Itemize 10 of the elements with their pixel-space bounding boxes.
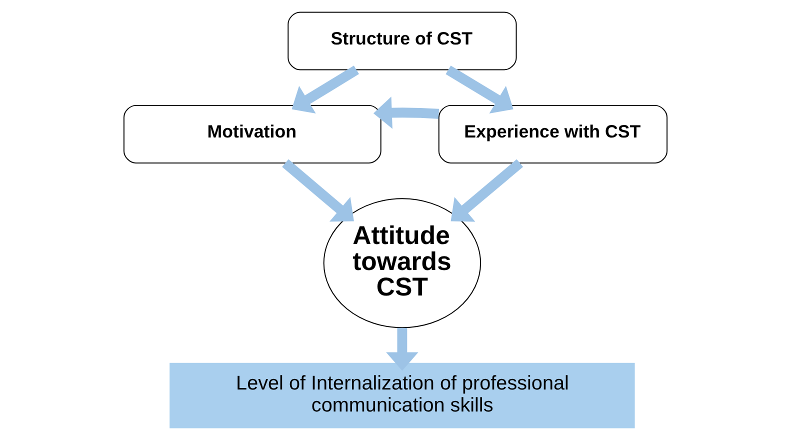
arrow [372, 96, 439, 129]
node-box: Experience with CST [438, 104, 668, 164]
node-box: Level of Internalization of professional communication skills [169, 362, 634, 428]
arrow [386, 328, 418, 371]
node-box: Motivation [122, 104, 381, 164]
arrow [450, 159, 523, 222]
arrow [445, 66, 513, 114]
arrow [291, 66, 359, 114]
arrow [282, 159, 354, 222]
node-box: Structure of CST [287, 12, 516, 70]
